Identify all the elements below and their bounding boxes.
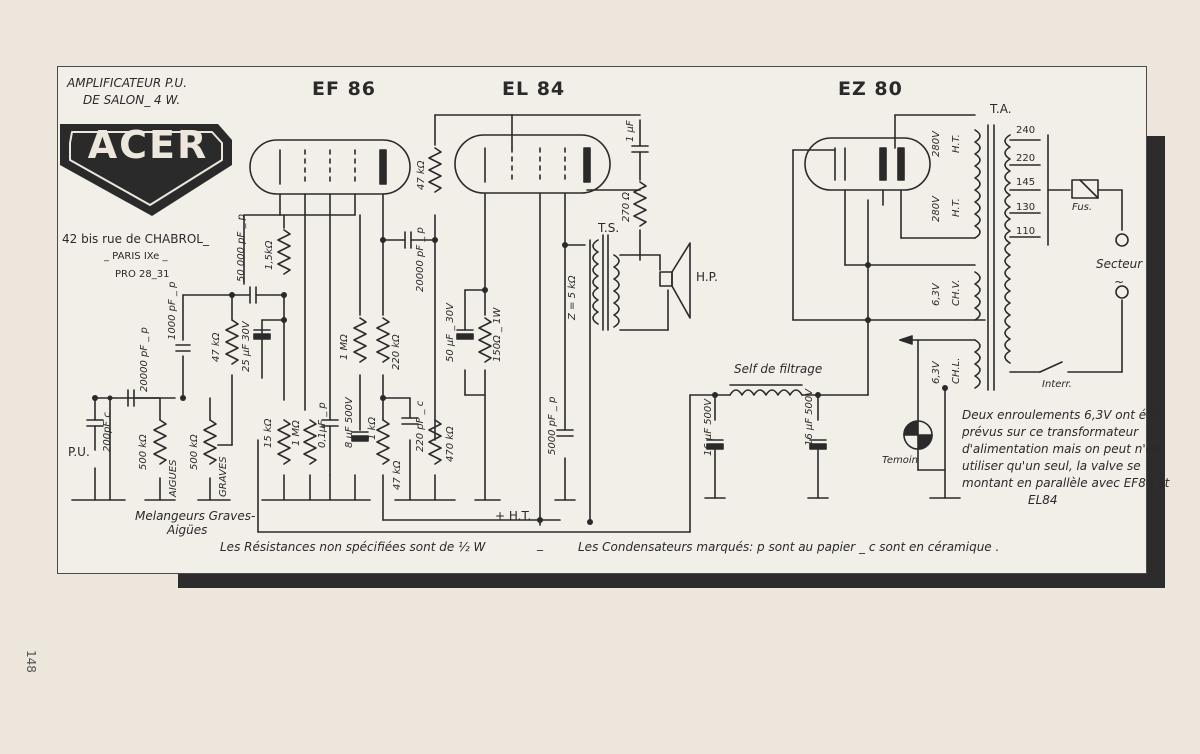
tap-240: 240 xyxy=(1016,125,1036,136)
r1m-b-label: 1 MΩ xyxy=(339,334,350,360)
junction-dots xyxy=(92,237,948,525)
title-line-2: DE SALON_ 4 W. xyxy=(83,93,181,107)
footer-dash: _ xyxy=(537,537,543,551)
hp-label: H.P. xyxy=(696,270,718,284)
r470k-label: 470 kΩ xyxy=(445,426,456,462)
secteur-label: Secteur xyxy=(1096,257,1143,271)
ez80-tube xyxy=(804,137,931,191)
ht1-label: H.T. xyxy=(951,134,962,153)
ht-label: + H.T. xyxy=(495,509,532,523)
c01-label: 0,1µF _ p xyxy=(317,402,328,448)
address-line: 42 bis rue de CHABROL_ xyxy=(62,232,209,246)
el84-tube xyxy=(454,134,611,194)
phone-line: PRO 28_31 xyxy=(115,269,170,280)
note-line-3: d'alimentation mais on peut n'en xyxy=(962,442,1161,456)
city-line: _ PARIS IXe _ xyxy=(104,251,168,262)
title-line-1: AMPLIFICATEUR P.U. xyxy=(67,76,188,90)
frame-shadow-right xyxy=(1147,136,1165,588)
note-line-6: EL84 xyxy=(1028,493,1058,507)
aigues-label: AIGUES xyxy=(168,459,179,497)
c20000-label: 20000 pF _ p xyxy=(139,327,150,392)
c8-label: 8 µF 500V xyxy=(344,397,355,448)
tap-220: 220 xyxy=(1016,153,1036,164)
circuit-wiring xyxy=(71,114,1129,533)
note-line-2: prévus sur ce transformateur xyxy=(962,425,1139,439)
footer-condensateurs: Les Condensateurs marqués: p sont au pap… xyxy=(578,540,1000,554)
tap-145: 145 xyxy=(1016,177,1036,188)
c50000-label: 50 000 pF _ p xyxy=(236,214,247,282)
self-label: Self de filtrage xyxy=(734,362,823,376)
v63a-label: 6,3V xyxy=(931,283,942,306)
capacitors xyxy=(86,329,574,476)
c50-label: 50 µF _ 30V xyxy=(445,303,456,362)
v63b-label: 6,3V xyxy=(931,361,942,384)
c16b-label: 16 µF 500V xyxy=(804,388,815,446)
note-line-1: Deux enroulements 6,3V ont été xyxy=(962,408,1159,422)
r220k-label: 220 kΩ xyxy=(391,334,402,370)
interr-label: Interr. xyxy=(1042,379,1072,390)
r1m-a-label: 1 MΩ xyxy=(291,420,302,446)
melangeurs-label-2: Aigües xyxy=(167,523,208,537)
output-transformer xyxy=(592,239,620,328)
r500a-label: 500 kΩ xyxy=(138,434,149,470)
r150-label: 150Ω _ 1W xyxy=(492,307,503,362)
tap-130: 130 xyxy=(1016,202,1036,213)
note-line-5: montant en parallèle avec EF86 et xyxy=(962,476,1170,490)
c220-label: 220 pF _ c xyxy=(415,400,426,452)
footer-resistances: Les Résistances non spécifiées sont de ½… xyxy=(220,540,486,554)
r270-label: 270 Ω xyxy=(621,192,632,222)
ht2-label: H.T. xyxy=(951,198,962,217)
ta-label: T.A. xyxy=(990,102,1012,116)
melangeurs-label: Melangeurs Graves- xyxy=(135,509,256,523)
v280a-label: 280V xyxy=(931,131,942,157)
c5000-label: 5000 pF _ p xyxy=(547,396,558,455)
note-line-4: utiliser qu'un seul, la valve se xyxy=(962,459,1141,473)
c16a-label: 16 µF 500V xyxy=(703,398,714,456)
chl-label: CH.L. xyxy=(951,357,962,384)
r47k-c-label: 47 kΩ xyxy=(416,160,427,190)
c200-label: 200pF c xyxy=(102,412,113,452)
fuse-label: Fus. xyxy=(1072,202,1093,213)
temoin-label: Temoin xyxy=(882,455,919,466)
r47k-b-label: 47 kΩ xyxy=(392,460,403,490)
resistors xyxy=(153,147,647,465)
r47k-label: 47 kΩ xyxy=(211,332,222,362)
tube-label-ef86: EF 86 xyxy=(312,78,377,100)
r1k-label: 1 kΩ xyxy=(367,417,378,440)
ac-symbol: ~ xyxy=(1114,275,1125,289)
pu-label: P.U. xyxy=(68,445,90,459)
r1-5k-label: 1,5kΩ xyxy=(264,240,275,270)
c1000-label: 1000 pF _ p xyxy=(167,281,178,340)
frame-shadow-bottom xyxy=(178,574,1165,588)
c25-label: 25 µF 30V xyxy=(241,321,252,372)
tap-110: 110 xyxy=(1016,226,1036,237)
ef86-tube xyxy=(249,139,411,195)
ts-label: T.S. xyxy=(598,221,620,235)
impedance-label: Z = 5 kΩ xyxy=(567,275,578,320)
v280b-label: 280V xyxy=(931,196,942,222)
c1-label: 1 µF xyxy=(625,120,636,142)
r15k-label: 15 kΩ xyxy=(263,418,274,448)
r500b-label: 500 kΩ xyxy=(189,434,200,470)
tube-label-el84: EL 84 xyxy=(502,78,566,100)
c20000b-label: 20000 pF _ p xyxy=(415,227,426,292)
page-number: 148 xyxy=(24,650,38,673)
brand-logo-text: ACER xyxy=(87,123,209,167)
tube-label-ez80: EZ 80 xyxy=(838,78,903,100)
graves-label: GRAVES xyxy=(218,456,229,497)
acer-logo xyxy=(60,124,232,216)
chv-label: CH.V. xyxy=(951,279,962,306)
